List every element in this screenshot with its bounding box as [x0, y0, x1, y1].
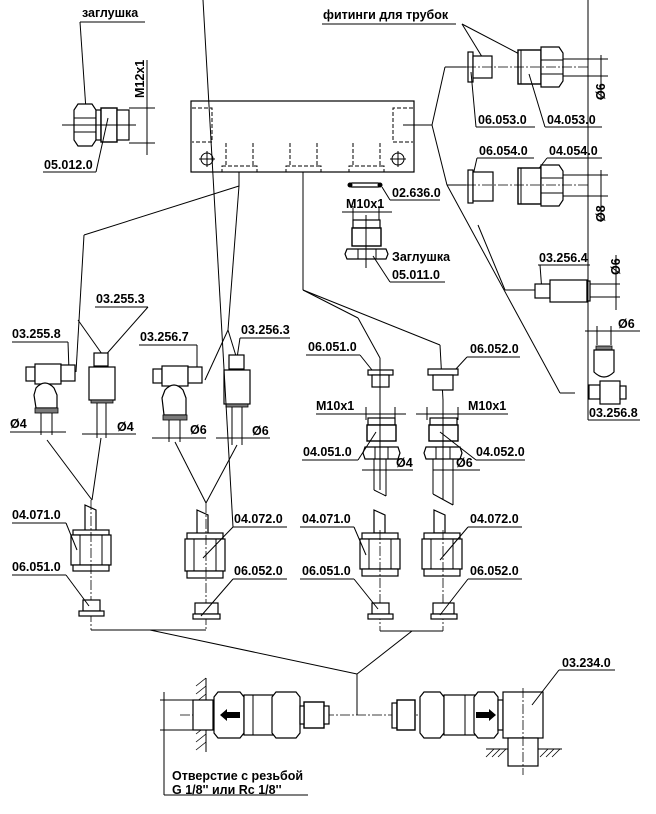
part-code: 06.051.0 [12, 560, 61, 574]
part-code: 03.234.0 [562, 656, 611, 670]
leader-line [79, 21, 87, 111]
lower-fittings-right: 04.071.0 06.051.0 04.072.0 06.052.0 [300, 509, 522, 632]
thread-size: M10x1 [346, 197, 384, 211]
thread-size: M10x1 [468, 399, 506, 413]
flow-arrow-right-icon [476, 709, 496, 721]
part-code: 06.052.0 [234, 564, 283, 578]
part-code: 06.051.0 [302, 564, 351, 578]
tube-fittings-group: фитинги для трубок Ø6 06.053.0 04.053.0 … [322, 8, 608, 222]
part-code: 04.051.0 [303, 445, 352, 459]
part-code: 03.256.3 [241, 323, 290, 337]
thread-size: M12x1 [133, 60, 147, 98]
bottom-assembly: Отверстие с резьбой G 1/8'' или Rc 1/8''… [160, 656, 615, 797]
manifold-block [190, 100, 432, 173]
plug-label: Заглушка [392, 250, 451, 264]
part-code: 04.071.0 [302, 512, 351, 526]
part-code: 04.054.0 [549, 144, 598, 158]
oring-code: 02.636.0 [392, 186, 441, 200]
fitting-group-m10: 06.051.0 06.052.0 M10x1 M10x1 Ø4 [302, 317, 525, 506]
lower-fittings-left: 04.071.0 06.051.0 04.072.0 06.052.0 [12, 0, 287, 631]
part-code: 05.011.0 [392, 268, 440, 282]
thread-hole-note: Отверстие с резьбой [172, 769, 303, 783]
part-code: 06.053.0 [478, 113, 527, 127]
part-code: 04.072.0 [470, 512, 519, 526]
part-code: 03.256.7 [140, 330, 189, 344]
thread-hole-note-2: G 1/8'' или Rc 1/8'' [172, 783, 282, 797]
plug-m12: заглушка 05.012.0 M12x1 [43, 6, 155, 173]
part-code: 03.255.8 [12, 327, 61, 341]
part-code: 03.256.4 [539, 251, 588, 265]
fitting-group-dia4: 03.255.8 03.255.3 Ø4 Ø4 [10, 292, 149, 501]
fitting-03-256-8: Ø6 03.256.8 [585, 0, 640, 421]
part-code: 04.052.0 [476, 445, 525, 459]
bottom-connection-lines [149, 629, 413, 715]
dimension-dia6: Ø6 [609, 258, 623, 275]
dimension-dia4: Ø4 [117, 420, 134, 434]
dimension-dia8: Ø8 [594, 205, 608, 222]
dimension-dia6: Ø6 [594, 83, 608, 100]
dimension-dia6: Ø6 [456, 456, 473, 470]
part-code: 03.256.8 [589, 406, 638, 420]
part-code: 06.052.0 [470, 342, 519, 356]
dimension-dia6: Ø6 [618, 317, 635, 331]
flow-arrow-left-icon [220, 709, 240, 721]
part-code: 06.052.0 [470, 564, 519, 578]
center-plug: 02.636.0 M10x1 Заглушка 05.011.0 [342, 182, 451, 283]
plug-label: заглушка [82, 6, 139, 20]
part-code: 05.012.0 [44, 158, 93, 172]
part-code: 04.071.0 [12, 508, 61, 522]
dimension-dia6: Ø6 [252, 424, 269, 438]
fitting-03-256-4: 03.256.4 Ø6 [534, 251, 623, 310]
fitting-group-dia6: 03.256.7 03.256.3 Ø6 Ø6 [139, 323, 290, 504]
part-code: 06.054.0 [479, 144, 528, 158]
thread-size: M10x1 [316, 399, 354, 413]
tube-fittings-label: фитинги для трубок [323, 8, 449, 22]
connection-lines [75, 66, 575, 394]
part-code: 04.072.0 [234, 512, 283, 526]
dimension-dia4: Ø4 [10, 417, 27, 431]
dimension-dia4: Ø4 [396, 456, 413, 470]
dimension-dia6: Ø6 [190, 423, 207, 437]
part-code: 04.053.0 [547, 113, 596, 127]
part-code: 03.255.3 [96, 292, 145, 306]
part-code: 06.051.0 [308, 340, 357, 354]
